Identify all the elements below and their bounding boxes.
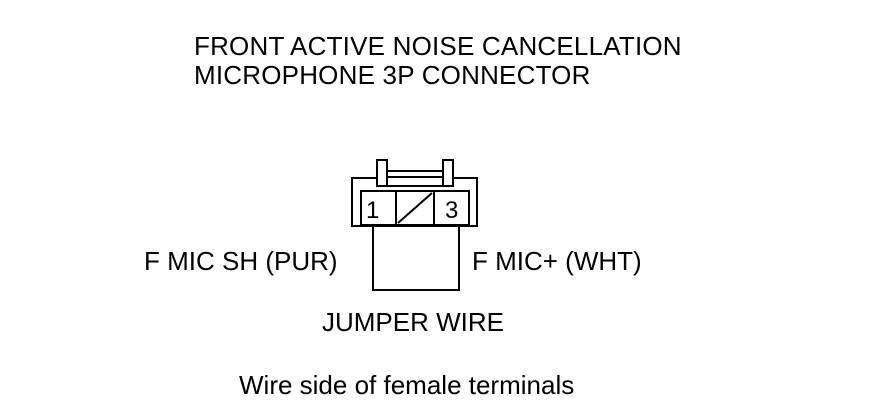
terminal-2-blank-slash [397, 192, 433, 224]
title-line-2: MICROPHONE 3P CONNECTOR [194, 60, 591, 90]
terminal-side-caption: Wire side of female terminals [239, 370, 575, 400]
connector-latch-right-post [442, 159, 454, 187]
jumper-wire-loop [372, 226, 460, 291]
terminal-1-number: 1 [366, 197, 379, 224]
title-line-1: FRONT ACTIVE NOISE CANCELLATION [194, 31, 682, 61]
jumper-wire-label: JUMPER WIRE [322, 307, 504, 337]
left-wire-label: F MIC SH (PUR) [144, 246, 338, 276]
connector-body [351, 177, 478, 227]
terminal-cavity-row [360, 190, 470, 226]
connector-latch-left-post [376, 159, 388, 187]
connector-title: FRONT ACTIVE NOISE CANCELLATION MICROPHO… [194, 32, 682, 90]
right-wire-label: F MIC+ (WHT) [472, 246, 642, 276]
terminal-3-number: 3 [445, 197, 458, 224]
